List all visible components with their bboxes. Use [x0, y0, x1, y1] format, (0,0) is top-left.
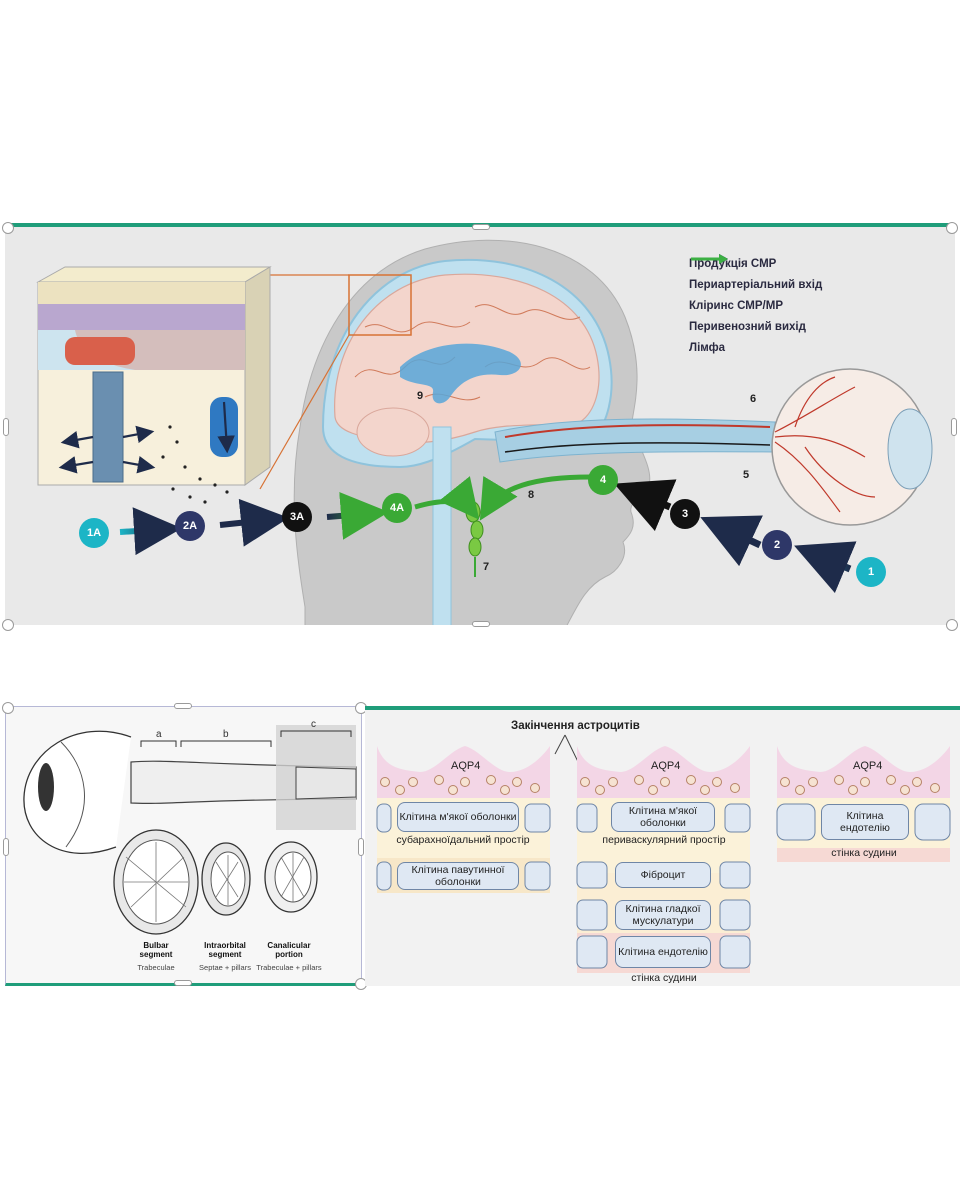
fibrocyte-cell: Фіброцит [615, 862, 711, 888]
zoom-box [348, 274, 412, 336]
arachnoid-cell: Клітина павутинної оболонки [397, 862, 519, 890]
arrow-icon [691, 254, 728, 264]
vessel-wall-label: стінка судини [631, 972, 697, 984]
resize-handle[interactable] [174, 980, 192, 986]
label-6: 6 [750, 393, 757, 405]
legend-item-lymph: Лімфа [689, 254, 919, 358]
resize-handle[interactable] [946, 619, 958, 631]
astrocyte-endfeet-panel: Закінчення астроцитів AQP4 Клітина м'яко… [365, 706, 960, 986]
legend-label: Кліринс СМР/МР [689, 299, 783, 312]
legend-item-clearance: Кліринс СМР/МР [689, 254, 919, 316]
segment-letter-b: b [223, 729, 229, 740]
label-5: 5 [743, 469, 750, 481]
step-4a: 4A [382, 493, 412, 523]
segment-title-intraorbital: Intraorbital segment [204, 941, 246, 959]
segment-title-bulbar: Bulbar segment [139, 941, 173, 959]
aqp4-label: AQP4 [853, 760, 883, 772]
aqp4-label: AQP4 [451, 760, 481, 772]
perivascular-space-label: периваскулярний простір [602, 834, 726, 846]
cerebellum [356, 407, 430, 457]
endothelial-cell: Клітина ендотелію [615, 936, 711, 968]
tissue-block-inset [36, 266, 272, 504]
glymphatic-diagram-panel: Продукція СМР Периартеріальний вхід Клір… [5, 223, 955, 625]
segment-sub-intraorbital: Septae + pillars [199, 963, 251, 972]
label-7: 7 [483, 561, 490, 573]
resize-handle[interactable] [2, 702, 14, 714]
vessel-wall-label: стінка судини [831, 847, 897, 859]
segment-sub-bulbar: Trabeculae [137, 963, 175, 972]
smooth-muscle-cell: Клітина гладкої мускулатури [615, 900, 711, 930]
optic-nerve-segments-panel: a b c Bulbar segment Trabeculae Intraorb… [5, 706, 362, 986]
legend: Продукція СМР Периартеріальний вхід Клір… [689, 253, 919, 358]
solute-dots [161, 425, 229, 504]
resize-handle[interactable] [3, 838, 9, 856]
legend-label: Периартеріальний вхід [689, 278, 823, 291]
resize-handle[interactable] [946, 222, 958, 234]
retinal-vessels [774, 376, 876, 513]
pia-cell: Клітина м'якої оболонки [611, 802, 715, 832]
legend-item-perivenous-outflow: Перивенозний вихід [689, 254, 919, 337]
legend-label: Перивенозний вихід [689, 320, 806, 333]
endothelial-cell: Клітина ендотелію [821, 804, 909, 840]
legend-item-periarterial-inflow: Периартеріальний вхід [689, 254, 919, 295]
resize-handle[interactable] [3, 418, 9, 436]
resize-handle[interactable] [2, 222, 14, 234]
segment-letter-c: c [311, 719, 316, 730]
segment-title-canalicular: Canalicular portion [267, 941, 311, 959]
resize-handle[interactable] [472, 224, 490, 230]
step-3a: 3A [282, 502, 312, 532]
intraorbital-cross-section [201, 842, 251, 916]
step-2a: 2A [175, 511, 205, 541]
resize-handle[interactable] [951, 418, 957, 436]
resize-handle[interactable] [358, 838, 364, 856]
step-1a: 1A [79, 518, 109, 548]
spinal-cord [432, 426, 452, 625]
step-1: 1 [856, 557, 886, 587]
resize-handle[interactable] [472, 621, 490, 627]
optic-nerve-illustration [23, 725, 357, 935]
glymphatic-illustration [36, 239, 933, 625]
label-9: 9 [417, 390, 424, 402]
segment-sub-canalicular: Trabeculae + pillars [256, 963, 322, 972]
astrocyte-endfeet-title: Закінчення астроцитів [511, 720, 640, 732]
segment-letter-a: a [156, 729, 162, 740]
step-4: 4 [588, 465, 618, 495]
bulbar-cross-section [113, 829, 199, 935]
step-3: 3 [670, 499, 700, 529]
pia-cell: Клітина м'якої оболонки [397, 802, 519, 832]
canalicular-cross-section [264, 841, 318, 913]
step-2: 2 [762, 530, 792, 560]
flow-arrows [119, 474, 857, 594]
subarachnoid-space-label: субарахноїдальний простір [396, 834, 530, 846]
aqp4-label: AQP4 [651, 760, 681, 772]
resize-handle[interactable] [174, 703, 192, 709]
ventricles [400, 343, 521, 404]
label-8: 8 [528, 489, 535, 501]
resize-handle[interactable] [2, 619, 14, 631]
column-perivascular [576, 746, 751, 973]
legend-label: Лімфа [689, 341, 726, 354]
